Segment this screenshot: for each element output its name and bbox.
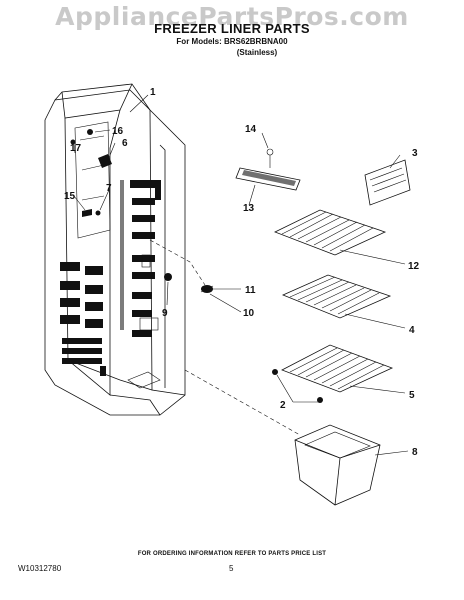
wire-shelf-5 bbox=[272, 344, 394, 403]
callout-1: 1 bbox=[150, 87, 156, 98]
callout-5: 5 bbox=[409, 390, 415, 401]
left-wall-slots bbox=[60, 262, 106, 376]
callout-labels: 1 2 3 4 5 6 7 8 9 10 11 12 13 14 15 16 1… bbox=[64, 87, 420, 458]
freezer-liner bbox=[44, 83, 186, 416]
wire-shelf-12 bbox=[273, 209, 387, 256]
variant-label: (Stainless) bbox=[236, 48, 278, 57]
callout-17: 17 bbox=[70, 143, 82, 154]
page-title: FREEZER LINER PARTS bbox=[154, 21, 310, 36]
callout-8: 8 bbox=[412, 447, 418, 458]
freezer-bin bbox=[294, 424, 381, 506]
callout-15: 15 bbox=[64, 191, 76, 202]
watermark: AppliancePartsPros.com bbox=[55, 2, 409, 31]
bin-leader-dashed bbox=[184, 369, 301, 436]
callout-14: 14 bbox=[245, 124, 257, 135]
page-number: 5 bbox=[229, 564, 234, 573]
right-wall-slots bbox=[120, 180, 161, 337]
callout-13: 13 bbox=[243, 203, 255, 214]
callout-11: 11 bbox=[245, 285, 256, 296]
callout-12: 12 bbox=[408, 261, 420, 272]
callout-leaders bbox=[73, 94, 409, 456]
wire-shelf-4 bbox=[281, 274, 392, 319]
part-10-11-assembly bbox=[149, 239, 214, 293]
part-3-tray bbox=[364, 159, 411, 206]
model-line: For Models: BRS62BRBNA00 bbox=[176, 37, 288, 46]
callout-6: 6 bbox=[122, 138, 128, 149]
callout-9: 9 bbox=[162, 308, 168, 319]
document-number: W10312780 bbox=[18, 564, 62, 573]
ordering-note: FOR ORDERING INFORMATION REFER TO PARTS … bbox=[137, 551, 327, 557]
shelf-support-bracket bbox=[235, 148, 301, 191]
callout-16: 16 bbox=[112, 126, 124, 137]
callout-10: 10 bbox=[243, 308, 255, 319]
callout-7: 7 bbox=[106, 183, 112, 194]
callout-2: 2 bbox=[280, 400, 286, 411]
callout-4: 4 bbox=[409, 325, 415, 336]
callout-3: 3 bbox=[412, 148, 418, 159]
